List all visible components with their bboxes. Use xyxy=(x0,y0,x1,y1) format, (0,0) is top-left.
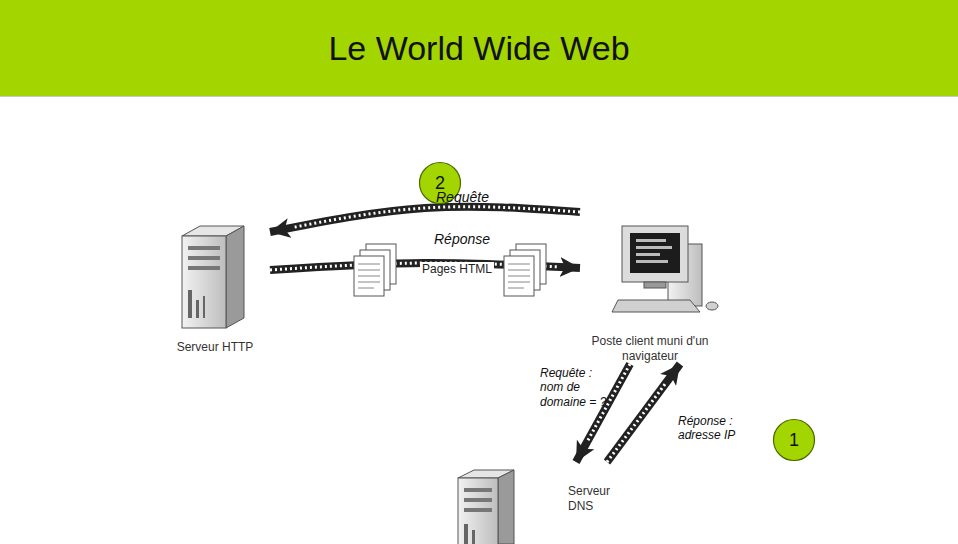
server-node: Serveur HTTP xyxy=(160,205,270,355)
hatched-arrow xyxy=(607,364,680,462)
arrow-stroke xyxy=(270,207,580,232)
arrow-stroke xyxy=(607,364,680,462)
document-label: Pages HTML xyxy=(420,262,494,276)
callout-text: 1 xyxy=(789,429,799,452)
edge-label: Requête xyxy=(436,189,489,206)
arrow-hatch xyxy=(607,364,680,462)
node-label: Serveur DNS xyxy=(568,484,635,514)
document-stack xyxy=(354,244,546,296)
node-label: Serveur HTTP xyxy=(160,340,270,355)
edge-label: Réponse : adresse IP xyxy=(678,414,754,443)
computer-icon xyxy=(612,226,718,312)
title: Le World Wide Web xyxy=(0,0,958,96)
edge-label: Requête : nom de domaine = ? xyxy=(540,366,608,409)
hatched-arrow xyxy=(270,207,580,232)
callout-number: 1 xyxy=(772,418,816,462)
node-label: Poste client muni d'un navigateur xyxy=(580,334,720,364)
server-icon xyxy=(458,470,514,544)
arrow-hatch xyxy=(270,207,580,232)
server-icon xyxy=(182,226,244,328)
edge-label: Réponse xyxy=(434,231,490,248)
client-node: Poste client muni d'un navigateur xyxy=(580,196,720,364)
server-node: Serveur DNS xyxy=(450,462,635,514)
